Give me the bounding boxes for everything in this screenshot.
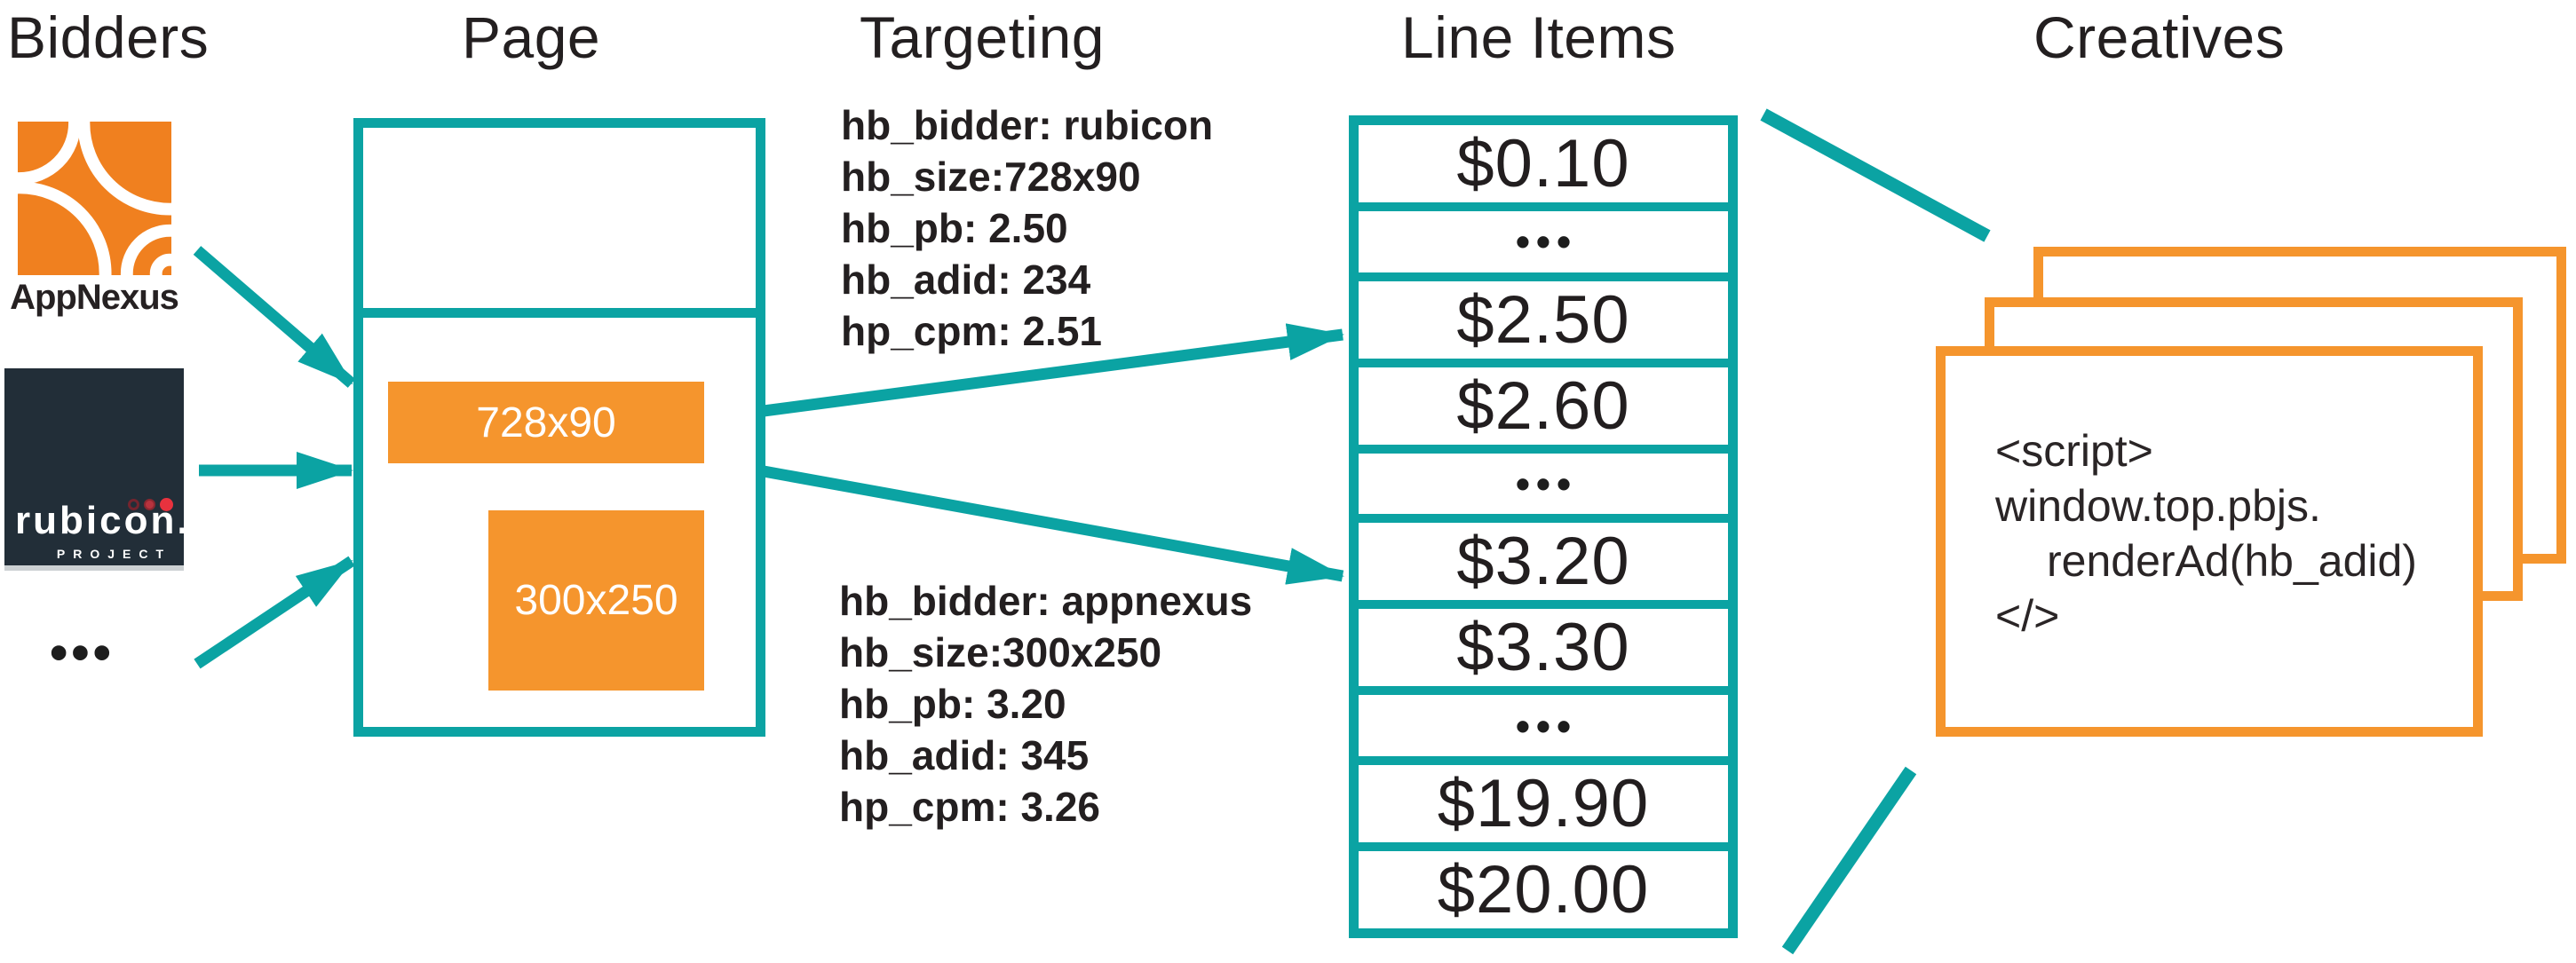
column-title-bidders: Bidders	[7, 4, 210, 70]
targeting-key-value: hb_pb: 3.20	[839, 681, 1066, 727]
appnexus-logo-label: AppNexus	[10, 278, 179, 317]
ad-slot-728x90: 728x90	[388, 382, 704, 463]
creative-code-line: </>	[1995, 591, 2060, 641]
rubicon-dot-mid	[144, 499, 155, 510]
line-item-row: $20.00	[1359, 851, 1728, 929]
arrow-appnexus-to-page	[193, 246, 356, 388]
targeting-key-value: hb_adid: 345	[839, 732, 1090, 778]
line-item-row: $3.30	[1359, 609, 1728, 687]
rubicon-brand-text: rubicon.	[15, 499, 191, 542]
rubicon-logo: rubicon.® PROJECT	[4, 368, 199, 571]
line-item-row: $0.10	[1359, 125, 1728, 202]
targeting-key-value: hb_size:728x90	[841, 154, 1141, 200]
rubicon-dot-solid	[160, 498, 173, 511]
line-lineitems-top-to-creatives	[1760, 108, 1991, 242]
line-item-row: $2.50	[1359, 280, 1728, 359]
creative-card-front: <script>window.top.pbjs.renderAd(hb_adid…	[1936, 346, 2483, 737]
page-header-area	[363, 128, 756, 318]
column-title-targeting: Targeting	[860, 4, 1106, 70]
line-lineitems-bottom-to-creatives	[1781, 766, 1917, 955]
column-title-line-items: Line Items	[1401, 4, 1676, 70]
rubicon-logo-dots-icon	[128, 498, 173, 511]
appnexus-logo-icon	[18, 122, 171, 275]
targeting-key-value: hb_adid: 234	[841, 257, 1091, 303]
targeting-key-value: hb_size:300x250	[839, 629, 1162, 675]
more-bidders-ellipsis: •••	[50, 624, 115, 682]
targeting-appnexus-block: hb_bidder: appnexus hb_size:300x250 hb_pb:…	[839, 575, 1252, 833]
rubicon-logo-wordmark: rubicon.®	[15, 498, 202, 553]
ad-slot-300x250: 300x250	[488, 510, 704, 691]
creative-code-line: window.top.pbjs.	[1995, 481, 2321, 531]
line-item-row: •••	[1359, 453, 1728, 515]
page-box: 728x90 300x250	[353, 118, 765, 737]
arrow-morebidders-to-page	[194, 556, 355, 669]
column-title-creatives: Creatives	[2033, 4, 2286, 70]
line-item-row: $19.90	[1359, 765, 1728, 843]
line-items-box: $0.10 ••• $2.50 $2.60 ••• $3.20 $3.30 ••• $19.90…	[1349, 115, 1738, 938]
column-title-page: Page	[462, 4, 601, 70]
arrow-page-to-lineitem-320	[762, 465, 1344, 585]
arrow-page-to-lineitem-250	[763, 323, 1344, 417]
targeting-rubicon-block: hb_bidder: rubicon hb_size:728x90 hb_pb: 2…	[841, 99, 1213, 357]
line-item-row: $3.20	[1359, 523, 1728, 601]
line-item-row: •••	[1359, 211, 1728, 272]
targeting-key-value: hb_pb: 2.50	[841, 205, 1068, 251]
rubicon-dot-outline	[128, 499, 139, 510]
line-item-row: •••	[1359, 695, 1728, 757]
creative-code-line: renderAd(hb_adid)	[2047, 536, 2417, 586]
targeting-key-value: hp_cpm: 3.26	[839, 784, 1100, 830]
rubicon-project-text: PROJECT	[56, 547, 171, 561]
targeting-key-value: hb_bidder: rubicon	[841, 102, 1214, 148]
line-item-row: $2.60	[1359, 367, 1728, 445]
rubicon-registered-mark: ®	[190, 523, 202, 536]
targeting-key-value: hb_bidder: appnexus	[839, 578, 1253, 624]
creative-script-code: <script>window.top.pbjs.renderAd(hb_adid…	[1995, 423, 2417, 643]
creative-code-line: <script>	[1995, 426, 2153, 476]
targeting-key-value: hp_cpm: 2.51	[841, 308, 1102, 354]
